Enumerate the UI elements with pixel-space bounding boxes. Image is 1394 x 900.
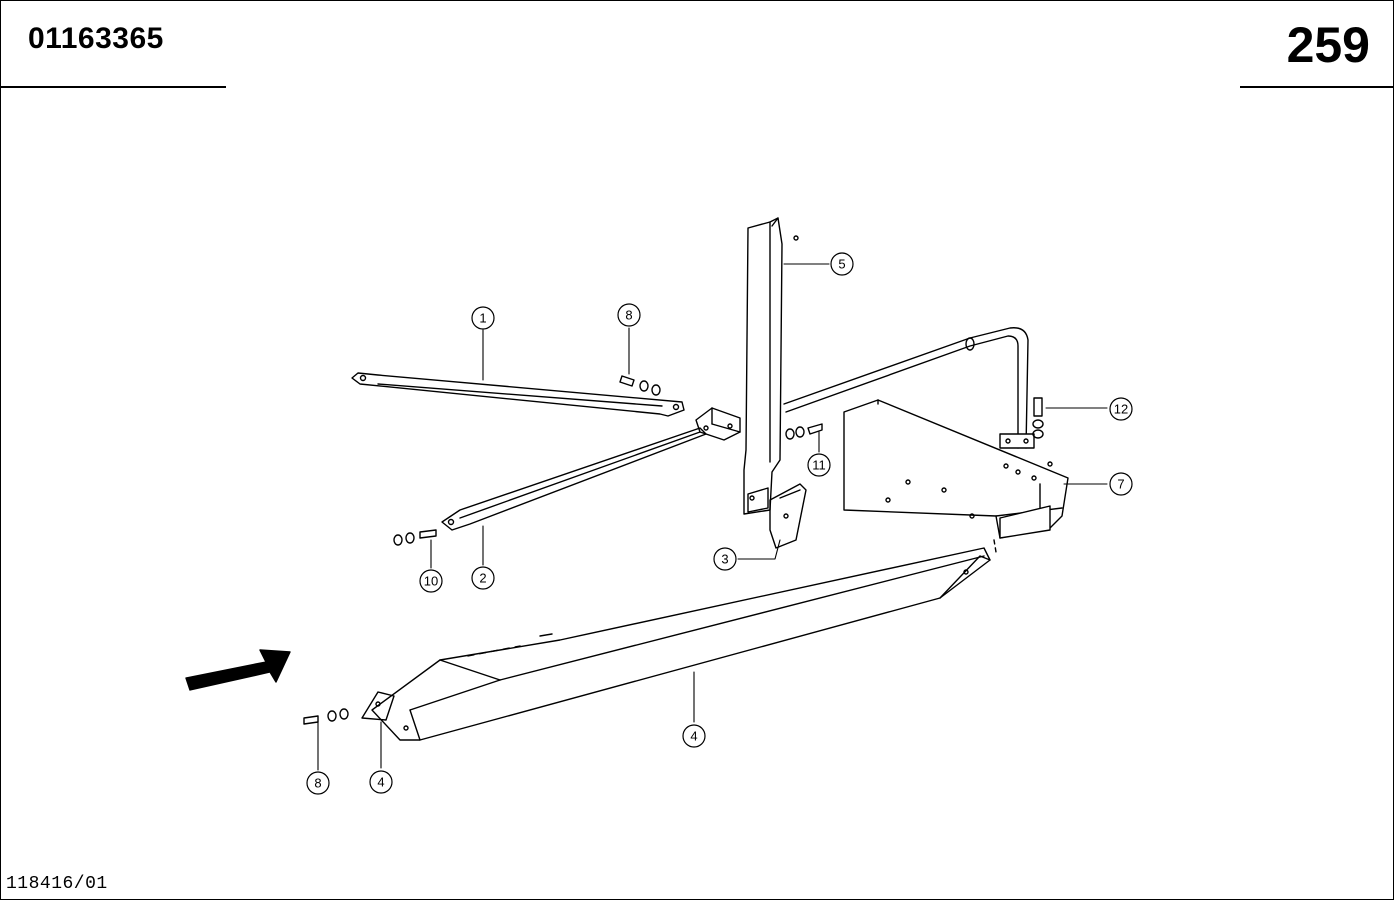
- fastener-12: [1032, 397, 1044, 439]
- part-7-housing: [843, 399, 1069, 539]
- part-label-8-upper: 8: [617, 303, 641, 327]
- drawing-reference: 118416/01: [6, 874, 108, 894]
- part-label-1: 1: [471, 306, 495, 330]
- header-rule-left: [0, 86, 226, 88]
- part-label-11: 11: [807, 453, 831, 477]
- part-2-lower-strut: [441, 427, 707, 531]
- part-5-vertical-post: [743, 217, 799, 515]
- part-label-12-text: 12: [1114, 402, 1128, 417]
- part-label-4-beam: 4: [682, 724, 706, 748]
- fastener-8-upper: [619, 375, 661, 396]
- part-label-2-text: 2: [479, 571, 486, 586]
- header-rule-right: [1240, 86, 1394, 88]
- part-label-10-text: 10: [424, 574, 438, 589]
- fastener-8-lower: [303, 708, 349, 725]
- page-number: 259: [1286, 17, 1370, 73]
- direction-arrow-icon: [185, 649, 291, 691]
- part-label-4-beam-text: 4: [690, 729, 697, 744]
- part-label-4-end: 4: [369, 770, 393, 794]
- part-1-upper-strut: [351, 372, 685, 417]
- fastener-10: [393, 529, 437, 546]
- part-label-10: 10: [419, 569, 443, 593]
- part-label-8-upper-text: 8: [625, 308, 632, 323]
- part-label-5: 5: [830, 252, 854, 276]
- part-label-8-lower: 8: [306, 771, 330, 795]
- part-labels: 1 2 3 4 4 5 7 8 8 10 11 12: [306, 252, 1133, 795]
- leader-lines: [317, 263, 1108, 771]
- part-label-3-text: 3: [721, 552, 728, 567]
- part-label-3: 3: [713, 547, 737, 571]
- part-4-long-beam: [361, 547, 991, 741]
- part-label-11-text: 11: [812, 458, 826, 473]
- part-label-7-text: 7: [1117, 477, 1124, 492]
- document-number: 01163365: [28, 22, 164, 55]
- part-label-1-text: 1: [479, 311, 486, 326]
- part-label-8-lower-text: 8: [314, 776, 321, 791]
- part-label-4-end-text: 4: [377, 775, 384, 790]
- fastener-11: [785, 423, 823, 440]
- part-label-12: 12: [1109, 397, 1133, 421]
- support-rod: [783, 327, 1035, 449]
- assembly-dash: [993, 539, 997, 553]
- part-label-5-text: 5: [838, 257, 845, 272]
- part-label-7: 7: [1109, 472, 1133, 496]
- part-label-2: 2: [471, 566, 495, 590]
- part-3-small-bracket: [769, 483, 807, 549]
